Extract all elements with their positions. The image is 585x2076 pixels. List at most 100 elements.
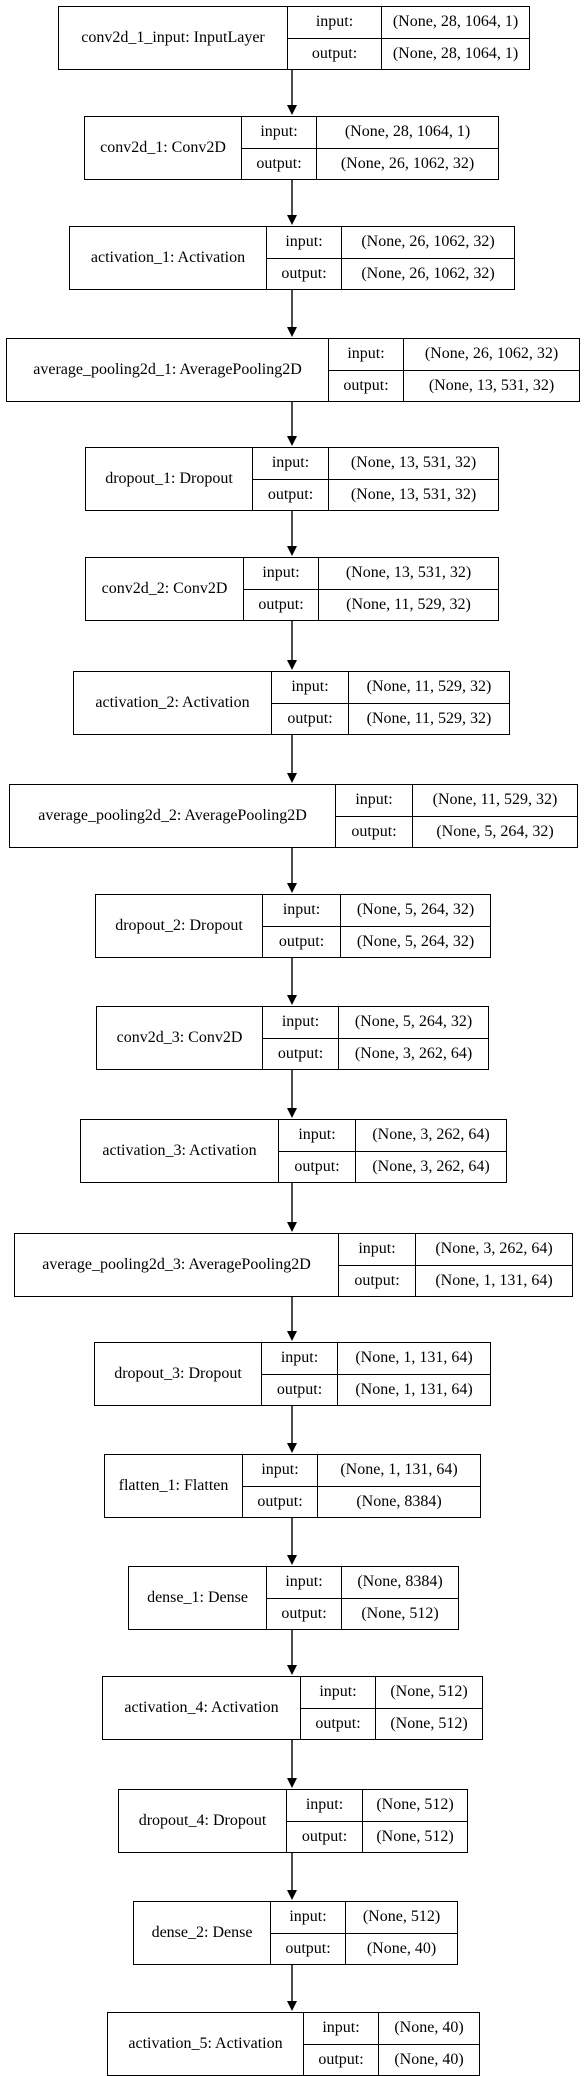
- arrowhead-icon: [287, 660, 297, 670]
- output-row: output:(None, 13, 531, 32): [329, 370, 579, 401]
- layer-name: activation_4: Activation: [103, 1677, 301, 1739]
- layer-io: input:(None, 1, 131, 64)output:(None, 1,…: [262, 1343, 490, 1405]
- arrowhead-icon: [287, 1890, 297, 1900]
- input-shape: (None, 512): [362, 1908, 441, 1926]
- layer-name: conv2d_1_input: InputLayer: [59, 7, 288, 69]
- layer-name: dropout_2: Dropout: [96, 895, 263, 957]
- arrowhead-icon: [287, 327, 297, 337]
- output-label: output:: [263, 926, 341, 957]
- input-row: input:(None, 11, 529, 32): [336, 785, 577, 817]
- input-shape: (None, 1, 131, 64): [340, 1461, 458, 1479]
- arrowhead-icon: [287, 773, 297, 783]
- layer-name: conv2d_3: Conv2D: [97, 1007, 263, 1069]
- arrowhead-icon: [287, 1108, 297, 1118]
- arrowhead-icon: [287, 1665, 297, 1675]
- layer-io: input:(None, 8384)output:(None, 512): [267, 1567, 458, 1629]
- layer-io: input:(None, 5, 264, 32)output:(None, 5,…: [263, 895, 490, 957]
- input-shape: (None, 26, 1062, 32): [361, 233, 495, 251]
- input-shape: (None, 26, 1062, 32): [424, 345, 559, 363]
- layer-io: input:(None, 3, 262, 64)output:(None, 3,…: [279, 1120, 506, 1182]
- output-row: output: (None, 40): [271, 1933, 457, 1964]
- layer-io: input:(None, 512)output:(None, 512): [287, 1790, 467, 1852]
- output-label: output:: [267, 1598, 342, 1629]
- output-shape: (None, 13, 531, 32): [350, 485, 477, 503]
- input-label: input:: [301, 1677, 376, 1708]
- output-shape: (None, 40): [366, 1939, 437, 1957]
- arrowhead-icon: [287, 1222, 297, 1232]
- input-shape: (None, 28, 1064, 1): [392, 13, 519, 31]
- output-shape: (None, 11, 529, 32): [366, 709, 492, 727]
- output-row: output:(None, 3, 262, 64): [279, 1151, 506, 1182]
- input-label: input:: [271, 1902, 346, 1933]
- input-shape: (None, 3, 262, 64): [435, 1240, 553, 1258]
- output-row: output:(None, 512): [287, 1821, 467, 1852]
- arrowhead-icon: [287, 1555, 297, 1565]
- layer-name: activation_1: Activation: [70, 227, 267, 289]
- arrowhead-icon: [287, 1443, 297, 1453]
- layer-name: average_pooling2d_3: AveragePooling2D: [15, 1234, 339, 1296]
- input-label: input:: [287, 1790, 363, 1821]
- input-row: input:(None, 8384): [267, 1567, 458, 1599]
- output-row: output: (None, 5, 264, 32): [336, 816, 577, 847]
- input-row: input:(None, 13, 531, 32): [244, 558, 498, 590]
- output-label: output:: [304, 2044, 379, 2075]
- output-label: output:: [243, 1486, 318, 1517]
- input-row: input:(None, 1, 131, 64): [262, 1343, 490, 1375]
- output-label: output:: [242, 148, 317, 179]
- input-label: input:: [288, 7, 382, 38]
- arrowhead-icon: [287, 2001, 297, 2011]
- output-row: output:(None, 512): [267, 1598, 458, 1629]
- layer-io: input:(None, 40)output:(None, 40): [304, 2013, 479, 2075]
- output-row: output:(None, 512): [301, 1708, 482, 1739]
- output-shape: (None, 1, 131, 64): [355, 1380, 473, 1398]
- output-label: output:: [271, 1933, 346, 1964]
- output-row: output:(None, 40): [304, 2044, 479, 2075]
- output-shape: (None, 8384): [356, 1492, 442, 1510]
- output-row: output: (None, 8384): [243, 1486, 480, 1517]
- input-label: input:: [336, 785, 413, 816]
- layer-io: input:(None, 5, 264, 32)output:(None, 3,…: [263, 1007, 488, 1069]
- input-row: input:(None, 13, 531, 32): [253, 448, 498, 480]
- arrowhead-icon: [287, 436, 297, 446]
- input-row: input: (None, 512): [271, 1902, 457, 1934]
- output-label: output:: [336, 816, 413, 847]
- layer-io: input:(None, 13, 531, 32)output:(None, 1…: [253, 448, 498, 510]
- layer-name: dropout_1: Dropout: [86, 448, 253, 510]
- input-label: input:: [262, 1343, 338, 1374]
- output-row: output:(None, 5, 264, 32): [263, 926, 490, 957]
- input-row: input: (None, 26, 1062, 32): [267, 227, 514, 259]
- output-label: output:: [263, 1038, 339, 1069]
- output-row: output:(None, 1, 131, 64): [339, 1265, 572, 1296]
- output-label: output:: [267, 258, 342, 289]
- input-row: input:(None, 28, 1064, 1): [242, 117, 498, 149]
- input-row: input:(None, 3, 262, 64): [339, 1234, 572, 1266]
- layer-name: dropout_3: Dropout: [95, 1343, 262, 1405]
- input-label: input:: [244, 558, 319, 589]
- input-row: input:(None, 26, 1062, 32): [329, 339, 579, 371]
- layer-name: activation_5: Activation: [108, 2013, 304, 2075]
- layer-io: input:(None, 512)output:(None, 512): [301, 1677, 482, 1739]
- output-label: output:: [279, 1151, 356, 1182]
- output-label: output:: [272, 703, 349, 734]
- output-shape: (None, 5, 264, 32): [436, 822, 554, 840]
- output-row: output:(None, 26, 1062, 32): [242, 148, 498, 179]
- output-label: output:: [287, 1821, 363, 1852]
- layer-name: flatten_1: Flatten: [105, 1455, 243, 1517]
- layer-name: dropout_4: Dropout: [119, 1790, 287, 1852]
- input-shape: (None, 8384): [357, 1573, 443, 1591]
- input-label: input:: [267, 227, 342, 258]
- output-row: output:(None, 13, 531, 32): [253, 479, 498, 510]
- output-shape: (None, 3, 262, 64): [354, 1044, 473, 1062]
